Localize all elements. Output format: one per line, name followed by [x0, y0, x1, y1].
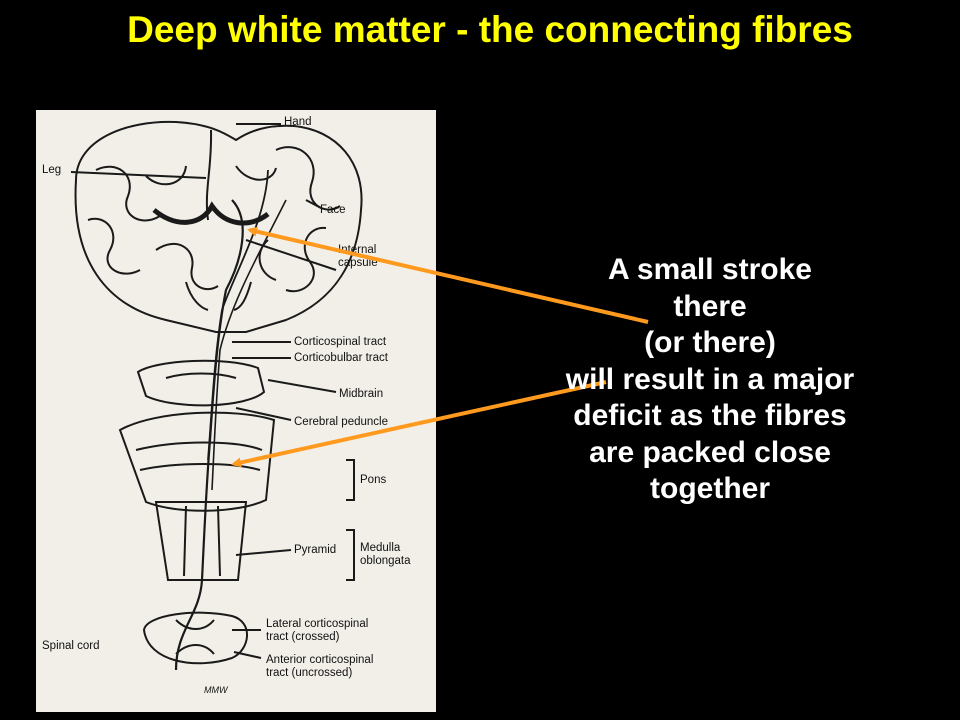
label-anterior-corticospinal-tract: Anterior corticospinal tract (uncrossed) — [266, 654, 374, 679]
ventricle — [152, 201, 270, 226]
callout-line: will result in a major — [565, 362, 855, 396]
label-lateral-corticospinal-tract: Lateral corticospinal tract (crossed) — [266, 618, 369, 643]
callout-line: are packed close — [589, 435, 831, 469]
brain-drawing — [70, 120, 363, 671]
label-spinal-cord: Spinal cord — [42, 640, 100, 652]
stroke-callout-text: A small stroke there (or there) will res… — [490, 252, 930, 508]
callout-line: deficit as the fibres — [573, 399, 847, 432]
medulla-shape — [154, 501, 248, 581]
pons-shape — [118, 411, 276, 512]
label-pons: Pons — [360, 474, 387, 486]
spinal-cord-shape — [142, 611, 248, 665]
label-corticospinal-tract: Corticospinal tract — [294, 336, 387, 348]
midbrain-shape — [136, 359, 266, 407]
arrow-internal-capsule — [247, 226, 649, 324]
label-midbrain: Midbrain — [339, 388, 384, 400]
slide-title: Deep white matter - the connecting fibre… — [127, 9, 853, 50]
callout-line: A small stroke — [608, 253, 812, 286]
brain-pathway-illustration: Hand Leg Face Internal capsule Corticosp… — [36, 110, 436, 712]
label-hand: Hand — [284, 116, 312, 128]
label-medulla-oblongata: Medulla oblongata — [360, 542, 411, 567]
label-corticobulbar-tract: Corticobulbar tract — [294, 352, 388, 364]
label-leg: Leg — [42, 164, 62, 176]
label-cerebral-peduncle: Cerebral peduncle — [294, 416, 388, 428]
brain-outline — [74, 120, 363, 333]
illustrator-signature: MMW — [204, 685, 228, 695]
label-pyramid: Pyramid — [294, 544, 337, 556]
label-face: Face — [320, 204, 346, 216]
callout-line: there — [673, 289, 747, 323]
callout-line: together — [650, 472, 770, 505]
callout-line: (or there) — [644, 326, 776, 359]
arrow-pons — [231, 380, 607, 468]
